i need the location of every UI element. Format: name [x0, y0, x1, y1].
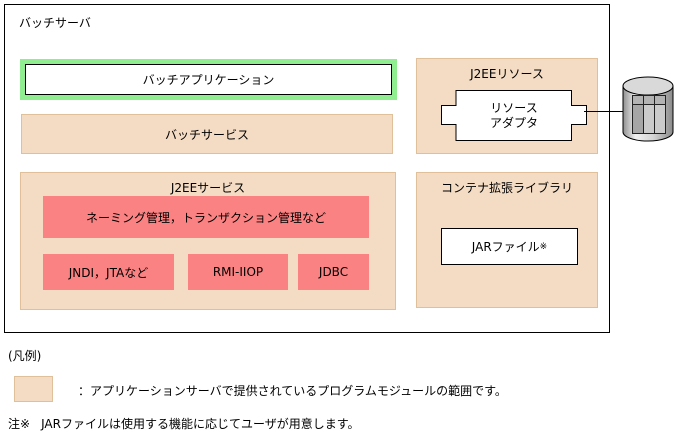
- jar-file-note-mark: ※: [539, 241, 548, 252]
- note-prefix: 注※: [8, 417, 31, 431]
- connector-shape-icon: [441, 90, 587, 141]
- jar-file-box: JARファイル※: [441, 228, 578, 265]
- j2ee-resource-label: J2EEリソース: [470, 67, 544, 81]
- batch-service-label: バッチサービス: [164, 127, 249, 142]
- database-icon: [622, 76, 674, 142]
- legend-heading: (凡例): [8, 349, 42, 363]
- j2ee-resource-box: J2EEリソース リソース アダプタ: [416, 58, 598, 154]
- resource-adapter-shape: リソース アダプタ: [441, 90, 587, 141]
- connector-line: [584, 111, 624, 112]
- resource-adapter-label-line1: リソース: [490, 100, 538, 115]
- rmi-iiop-box: RMI-IIOP: [188, 254, 288, 290]
- batch-application-label: バッチアプリケーション: [142, 73, 275, 87]
- rmi-iiop-label: RMI-IIOP: [212, 265, 264, 279]
- container-extension-library-box: コンテナ拡張ライブラリ JARファイル※: [416, 172, 598, 308]
- batch-server-box: バッチサーバ バッチアプリケーション バッチサービス J2EEサービス ネーミン…: [4, 4, 610, 333]
- legend-swatch: [14, 376, 53, 402]
- note-text: JARファイルは使用する機能に応じてユーザが用意します。: [41, 417, 360, 431]
- jdbc-box: JDBC: [298, 254, 369, 290]
- container-extension-library-label: コンテナ拡張ライブラリ: [440, 181, 573, 195]
- resource-adapter-label: リソース アダプタ: [456, 90, 572, 141]
- j2ee-service-label: J2EEサービス: [170, 181, 246, 195]
- j2ee-service-box: J2EEサービス ネーミング管理，トランザクション管理など JNDI，JTAなど…: [20, 172, 396, 310]
- table-icon: [632, 95, 666, 134]
- legend-text: ：アプリケーションサーバで提供されているプログラムモジュールの範囲です。: [78, 384, 507, 398]
- batch-service-box: バッチサービス: [21, 114, 393, 154]
- resource-adapter-label-line2: アダプタ: [489, 115, 538, 130]
- batch-application-box: バッチアプリケーション: [20, 59, 397, 100]
- jdbc-label: JDBC: [318, 265, 349, 279]
- batch-server-label: バッチサーバ: [19, 16, 91, 30]
- jndi-jta-label: JNDI，JTAなど: [68, 265, 149, 280]
- jar-file-label: JARファイル: [471, 240, 540, 254]
- note-line: 注※ JARファイルは使用する機能に応じてユーザが用意します。: [8, 415, 360, 432]
- naming-transaction-box: ネーミング管理，トランザクション管理など: [43, 196, 369, 238]
- naming-transaction-label: ネーミング管理，トランザクション管理など: [85, 210, 326, 225]
- jndi-jta-box: JNDI，JTAなど: [43, 254, 174, 290]
